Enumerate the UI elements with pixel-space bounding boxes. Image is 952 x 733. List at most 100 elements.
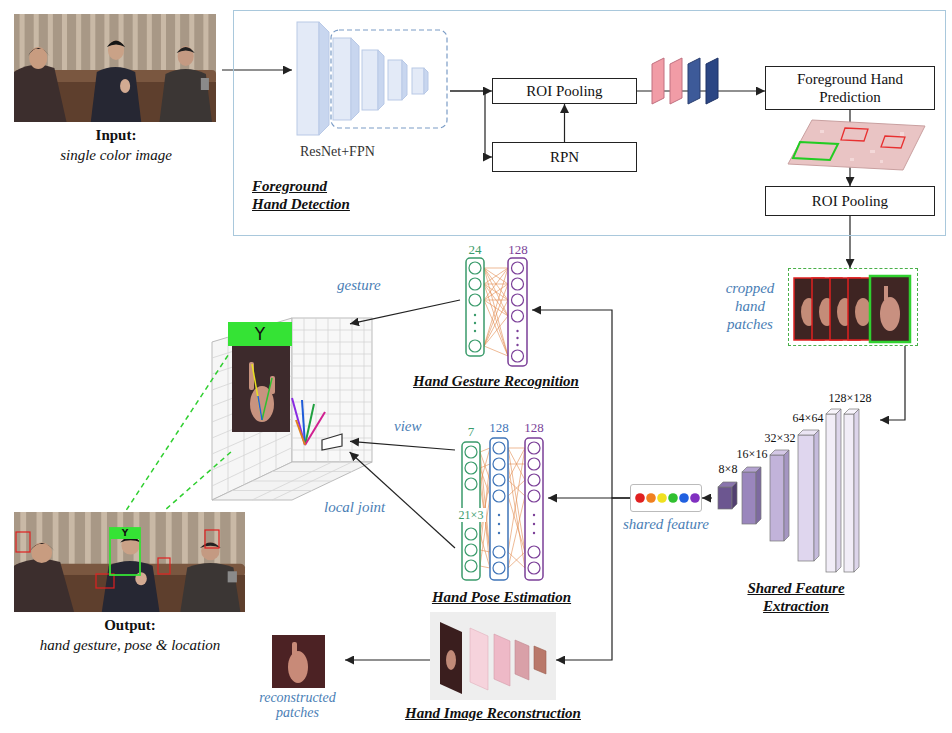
connector [450,91,492,157]
cnn-layers-part [770,455,784,541]
reconstructed-photo-part [272,635,325,688]
decoder-drawing-part [440,622,462,694]
feature-dots-part [635,493,645,503]
pose-network-part-part [528,474,540,486]
connector [556,498,630,660]
prediction-heatmap-part [881,136,905,148]
edge-label: view [392,417,424,435]
gesture-network-part [508,258,527,366]
gesture-network-part-part [512,262,524,274]
pose-network-part-part [493,546,505,558]
connector [345,659,430,660]
node-text: Foreground Hand Prediction [795,70,905,106]
hand-patches-part [855,298,871,326]
gesture-network-part-part [516,330,518,332]
backbone-network: ResNet+FPN [292,18,450,164]
connector [564,104,565,142]
pose-network-part [528,442,540,574]
gesture-network [466,258,527,366]
pose-plot-part [212,462,372,500]
gesture-network-part-part [512,350,524,362]
pose-plot-part [262,378,272,420]
pose-network-part-part [465,560,477,572]
backbone-layers-part [378,50,384,110]
gesture-network-part-part [512,310,524,322]
roi-feature-maps-part [688,58,700,104]
pose-plot-part [232,346,290,432]
cnn-encoder: 8×816×1632×3264×64128×128Shared Feature … [712,395,880,575]
pose-network-part [490,438,508,580]
gesture-network-part-part [512,294,524,306]
node-text: Input: [10,126,222,144]
gesture-network-part [466,258,484,356]
gesture-network-part [516,330,518,346]
output-photo [14,512,245,612]
pose-plot [212,318,372,500]
backbone-layers-part [319,22,329,135]
pose-network-part-part [465,462,477,474]
pose-network-part-part [528,562,540,574]
node-text: Output: [10,616,250,634]
pose-visualization: Y [228,322,350,452]
process-box: Foreground Hand Prediction [765,66,935,110]
feature-vector: shared feature [630,484,702,512]
pose-network-part-part [528,458,540,470]
node-text: 7 [461,424,481,440]
prediction-heatmap [788,120,925,170]
prediction-heatmap-part-part [900,132,904,136]
pose-plot-part [292,398,325,445]
node-text: ResNet+FPN [300,144,375,161]
cnn-layers-part [732,482,737,509]
node-text: 128 [485,420,513,436]
pose-network-part-part [528,546,540,558]
node-text: 16×16 [732,447,772,461]
hand-patches [794,276,910,342]
prediction-heatmap-part-part [880,160,883,163]
decoder-drawing-part [494,634,510,686]
connector [165,452,231,510]
backbone-layers-part [362,50,378,110]
roi-feature-maps-part [706,58,718,104]
fpn-bracket [331,30,447,128]
node-text: 32×32 [760,431,800,445]
connector [350,300,460,324]
pose-network-part-part [493,474,505,486]
feature-dots-part [646,493,656,503]
connector [126,355,228,510]
node-text: 24 [463,242,487,258]
prediction-heatmap-part [820,130,904,163]
cnn-layers-part [784,450,789,541]
node-text: Hand Gesture Recognition [413,372,579,390]
pose-plot-part [292,318,372,462]
cnn-layers-part [756,467,761,524]
node-text: Hand Pose Estimation [432,588,571,606]
hand-patches-part [870,276,910,342]
hand-patches-part [880,297,900,331]
classifier-network: 24128Hand Gesture Recognition [460,242,532,368]
pose-plot-part [232,462,352,500]
node-text: hand gesture, pose & location [10,636,250,654]
feature-dots-part [679,493,689,503]
pose-network-part-part [493,458,505,470]
cnn-layers-part [742,472,756,524]
decoder-network: Hand Image Reconstruction [430,612,556,700]
backbone-layers-part [297,22,319,135]
node-text: 21×3 [456,508,486,522]
pose-network: 721×3128128Hand Pose Estimation [455,420,548,584]
pose-network-part-part [533,523,535,525]
node-text: ROI Pooling [526,82,602,100]
cnn-layers-part [844,414,854,572]
detection-boxes-part [96,574,114,588]
pose-network-part [525,438,543,580]
detection-boxes-part [158,558,170,574]
node-text: shared feature [623,515,709,533]
pose-network-part [508,448,525,568]
process-box: RPN [492,142,637,172]
gesture-network-part-part [469,262,481,274]
decoder-drawing-part [430,612,556,700]
node-text: single color image [10,146,222,164]
pose-plot-part-part [296,420,305,445]
pose-network-part [533,514,535,534]
cnn-layers-part [854,409,859,572]
process-box: ROI Pooling [765,186,935,216]
